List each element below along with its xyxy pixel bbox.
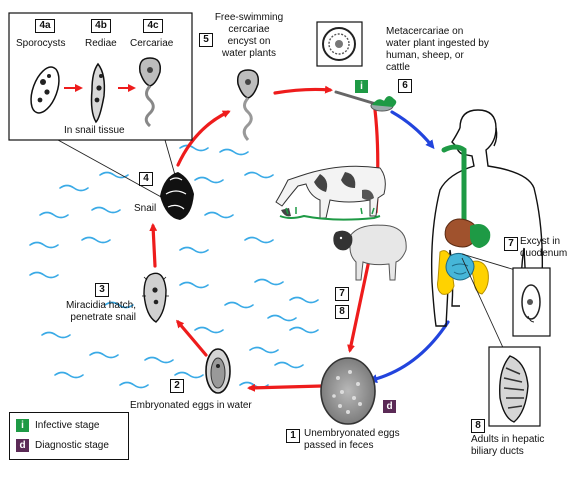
stage-7-number: 7	[504, 237, 518, 251]
egg-icon	[320, 357, 376, 425]
stage-5-label: Free-swimming cercariae encyst on water …	[214, 12, 284, 59]
stage-4b-label: Rediae	[85, 38, 117, 49]
stage-4-label: Snail	[134, 203, 157, 214]
human-path-arrows	[368, 110, 450, 384]
snail-icon	[160, 172, 194, 220]
digestive-tract-icon	[437, 144, 491, 295]
stage-5-number: 5	[199, 33, 213, 47]
legend-diagnostic-label: Diagnostic stage	[35, 440, 109, 451]
stage-4a-label: Sporocysts	[16, 38, 66, 49]
stage-1-number: 1	[286, 429, 300, 443]
miracidium-icon	[142, 272, 169, 323]
stage-8-label: Adults in hepatic biliary ducts	[471, 434, 545, 457]
cow-icon	[275, 165, 386, 221]
cercaria-icon	[138, 57, 162, 128]
plant-icon	[334, 90, 397, 112]
stage-6-number: 6	[398, 79, 412, 93]
inset-caption: In snail tissue	[64, 125, 125, 136]
legend-infective-badge: i	[16, 419, 29, 432]
stage-2-label: Embryonated eggs in water	[130, 400, 252, 411]
redia-icon	[90, 62, 106, 124]
stage-4-number: 4	[139, 172, 153, 186]
stage-3-label: Miracidia hatch, penetrate snail	[65, 300, 136, 323]
stage-8-secondary-number: 8	[335, 305, 349, 319]
stage-7-label: Excyst in duodenum	[520, 236, 568, 259]
stage-4a-number: 4a	[35, 19, 55, 33]
stage-4c-number: 4c	[143, 19, 163, 33]
sporocyst-icon	[30, 66, 60, 114]
excyst-icon	[512, 267, 551, 337]
embryonated-egg-icon	[205, 348, 231, 394]
stage-2-number: 2	[170, 379, 184, 393]
infective-stage-badge: i	[355, 80, 368, 93]
stage-6-label: Metacercariae on water plant ingested by…	[386, 26, 489, 73]
sheep-icon	[333, 224, 407, 281]
stage-4c-label: Cercariae	[130, 38, 174, 49]
inset-connector-lines	[57, 139, 176, 199]
metacercaria-icon	[316, 21, 363, 67]
stage-8-number: 8	[471, 419, 485, 433]
stage-3-number: 3	[95, 283, 109, 297]
free-cercaria-icon	[236, 69, 260, 141]
pointer-lines	[461, 253, 523, 353]
stage-1-label: Unembryonated eggs passed in feces	[304, 428, 400, 451]
legend: i Infective stage d Diagnostic stage	[9, 412, 129, 460]
stage-7-secondary-number: 7	[335, 287, 349, 301]
legend-infective-label: Infective stage	[35, 420, 100, 431]
adult-fluke-icon	[488, 346, 541, 427]
diagnostic-stage-badge: d	[383, 400, 396, 413]
legend-diagnostic-badge: d	[16, 439, 29, 452]
stage-4b-number: 4b	[91, 19, 111, 33]
